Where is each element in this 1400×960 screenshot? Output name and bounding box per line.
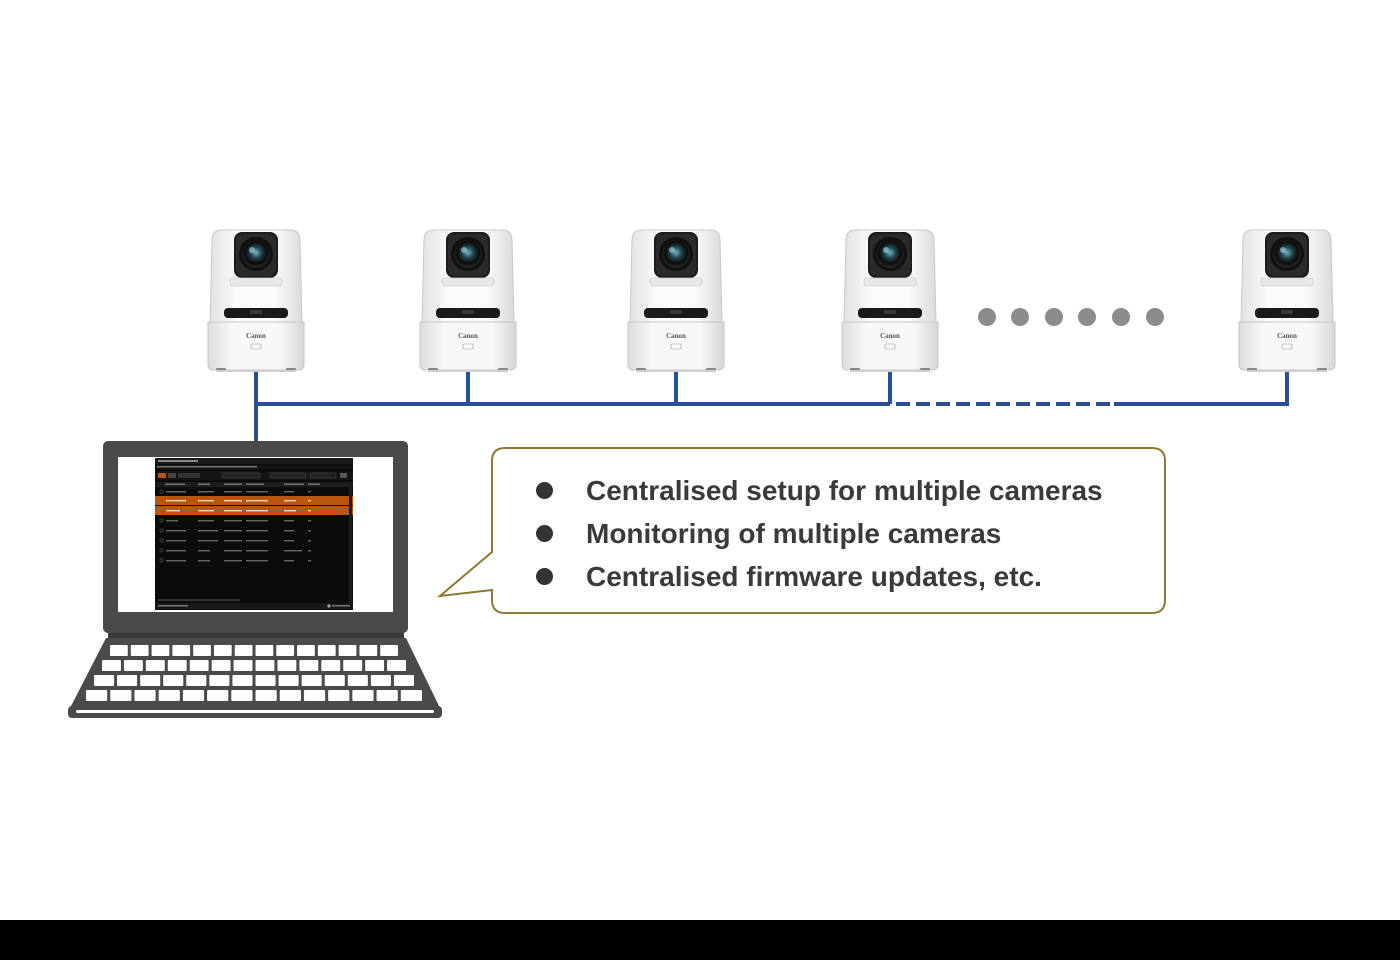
feature-item: Centralised firmware updates, etc. — [530, 554, 1103, 597]
keyboard-key — [365, 660, 385, 671]
keyboard-key — [400, 690, 422, 701]
keyboard-key — [255, 645, 274, 656]
keyboard-key — [158, 690, 180, 701]
keyboard-key — [370, 675, 391, 686]
ellipsis-dot — [978, 308, 996, 326]
keyboard-key — [234, 645, 253, 656]
camera-brand-label: Canon — [1277, 332, 1297, 340]
feature-item: Centralised setup for multiple cameras — [530, 468, 1103, 511]
keyboard-key — [328, 690, 350, 701]
keyboard-key — [255, 690, 277, 701]
keyboard-key — [193, 645, 211, 656]
keyboard-key — [393, 675, 414, 686]
keyboard-key — [278, 675, 299, 686]
laptop-keyboard — [86, 645, 422, 701]
keyboard-key — [151, 645, 170, 656]
camera-brand-label: Canon — [246, 332, 266, 340]
keyboard-key — [380, 645, 398, 656]
keyboard-key — [343, 660, 363, 671]
keyboard-key — [213, 645, 232, 656]
keyboard-key — [232, 675, 253, 686]
keyboard-key — [134, 690, 156, 701]
keyboard-key — [352, 690, 374, 701]
feature-list: Centralised setup for multiple cameras M… — [530, 468, 1103, 597]
keyboard-key — [140, 675, 161, 686]
ellipsis-dot — [1146, 308, 1164, 326]
keyboard-key — [301, 675, 322, 686]
bullet-icon — [536, 482, 553, 499]
ellipsis-dot — [1078, 308, 1096, 326]
ellipsis-dot — [1112, 308, 1130, 326]
ptz-camera-icon: Canon — [627, 229, 725, 373]
laptop-icon — [68, 441, 442, 718]
ptz-camera-icon: Canon — [1238, 229, 1336, 373]
keyboard-key — [189, 660, 209, 671]
ellipsis-dot — [1011, 308, 1029, 326]
ellipsis-dots — [978, 308, 1164, 326]
keyboard-key — [297, 645, 315, 656]
keyboard-key — [321, 660, 341, 671]
keyboard-key — [172, 645, 191, 656]
keyboard-key — [207, 690, 229, 701]
ptz-camera-icon: Canon — [841, 229, 939, 373]
keyboard-key — [359, 645, 378, 656]
feature-label: Centralised setup for multiple cameras — [586, 475, 1103, 506]
keyboard-key — [167, 660, 187, 671]
camera-brand-label: Canon — [666, 332, 686, 340]
keyboard-key — [324, 675, 345, 686]
ptz-camera-icon: Canon — [207, 229, 305, 373]
ptz-camera-icon: Canon — [419, 229, 517, 373]
keyboard-key — [186, 675, 207, 686]
keyboard-key — [276, 645, 295, 656]
keyboard-key — [211, 660, 231, 671]
keyboard-key — [117, 675, 138, 686]
keyboard-key — [347, 675, 368, 686]
keyboard-key — [182, 690, 205, 701]
keyboard-key — [145, 660, 165, 671]
keyboard-key — [317, 645, 336, 656]
ellipsis-dot — [1045, 308, 1063, 326]
keyboard-key — [86, 690, 108, 701]
bullet-icon — [536, 525, 553, 542]
keyboard-key — [277, 660, 297, 671]
bottom-black-bar — [0, 920, 1400, 960]
keyboard-key — [255, 660, 275, 671]
keyboard-key — [233, 660, 253, 671]
keyboard-key — [163, 675, 184, 686]
keyboard-key — [376, 690, 398, 701]
keyboard-key — [387, 660, 406, 671]
keyboard-key — [255, 675, 276, 686]
keyboard-key — [110, 645, 128, 656]
keyboard-key — [130, 645, 149, 656]
feature-item: Monitoring of multiple cameras — [530, 511, 1103, 554]
camera-brand-label: Canon — [880, 332, 900, 340]
camera-brand-label: Canon — [458, 332, 478, 340]
network-lines — [254, 368, 1289, 442]
keyboard-key — [209, 675, 230, 686]
keyboard-key — [299, 660, 319, 671]
callout-bubble — [436, 447, 1166, 614]
keyboard-key — [110, 690, 132, 701]
camera-n-drop-line — [1114, 368, 1289, 406]
keyboard-key — [94, 675, 115, 686]
feature-label: Monitoring of multiple cameras — [586, 518, 1002, 549]
bullet-icon — [536, 568, 553, 585]
keyboard-key — [231, 690, 253, 701]
app-window-thumbnail — [155, 458, 353, 610]
feature-label: Centralised firmware updates, etc. — [586, 561, 1042, 592]
keyboard-key — [123, 660, 143, 671]
keyboard-key — [303, 690, 326, 701]
keyboard-key — [338, 645, 357, 656]
network-diagram: Canon Canon Canon Canon Canon — [68, 229, 1336, 718]
keyboard-key — [102, 660, 121, 671]
keyboard-key — [279, 690, 301, 701]
